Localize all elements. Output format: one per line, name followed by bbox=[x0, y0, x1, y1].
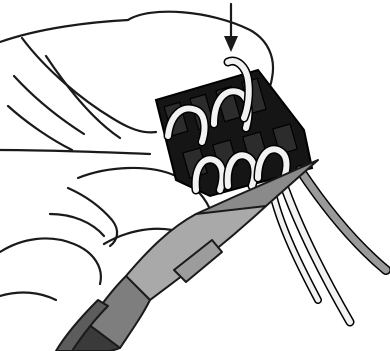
finger-4 bbox=[8, 106, 72, 150]
lower-finger-2 bbox=[50, 214, 104, 236]
pliers bbox=[56, 160, 318, 351]
down-arrow-icon bbox=[224, 4, 238, 52]
palm-line bbox=[0, 150, 150, 154]
thumb-contour bbox=[0, 20, 128, 42]
finger-3 bbox=[14, 76, 84, 134]
finger-1 bbox=[22, 38, 156, 132]
lower-palm bbox=[0, 293, 56, 300]
lower-knuckle bbox=[0, 238, 101, 284]
